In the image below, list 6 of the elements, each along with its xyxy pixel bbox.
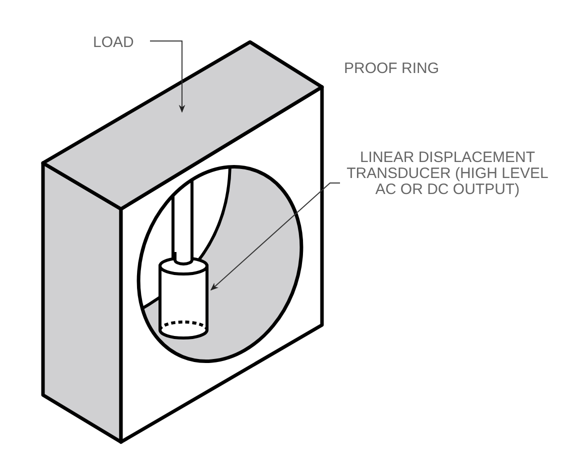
part-label: PROOF RING xyxy=(344,59,440,79)
transducer-cylinder xyxy=(158,252,208,340)
leader-line xyxy=(210,182,340,291)
leader-line xyxy=(150,40,186,113)
callout-text: LOAD xyxy=(93,32,134,54)
callout-text: LINEAR DISPLACEMENT TRANSDUCER (HIGH LEVEL AC OR DC OUTPUT) xyxy=(340,150,555,198)
